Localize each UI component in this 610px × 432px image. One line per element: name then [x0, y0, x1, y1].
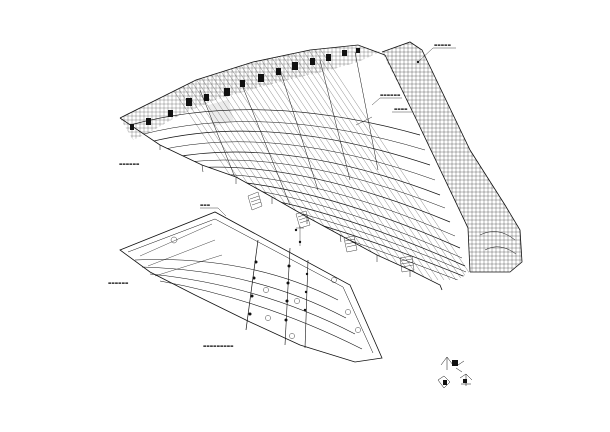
- callout-note-mid: ▬▬▬▬▬▬: [380, 93, 401, 97]
- section-note: ▬▬▬: [200, 203, 211, 207]
- pile-markers: [248, 228, 309, 322]
- lower-plan-title: ▬▬▬▬▬▬: [108, 281, 129, 285]
- lower-foundation-plan: [119, 211, 383, 363]
- legend-symbols: [437, 356, 473, 389]
- upper-plan-title: ▬▬▬▬▬▬: [119, 162, 140, 166]
- stair-blocks: [247, 191, 415, 273]
- grid-bubbles: [170, 236, 361, 339]
- leader-lines: [200, 47, 456, 217]
- callout-note-mid-lower: ▬▬▬▬: [394, 107, 408, 111]
- callout-note-top-right: ▬▬▬▬▬: [434, 43, 451, 47]
- bottom-caption: ▬▬▬▬▬▬▬▬▬: [203, 344, 234, 348]
